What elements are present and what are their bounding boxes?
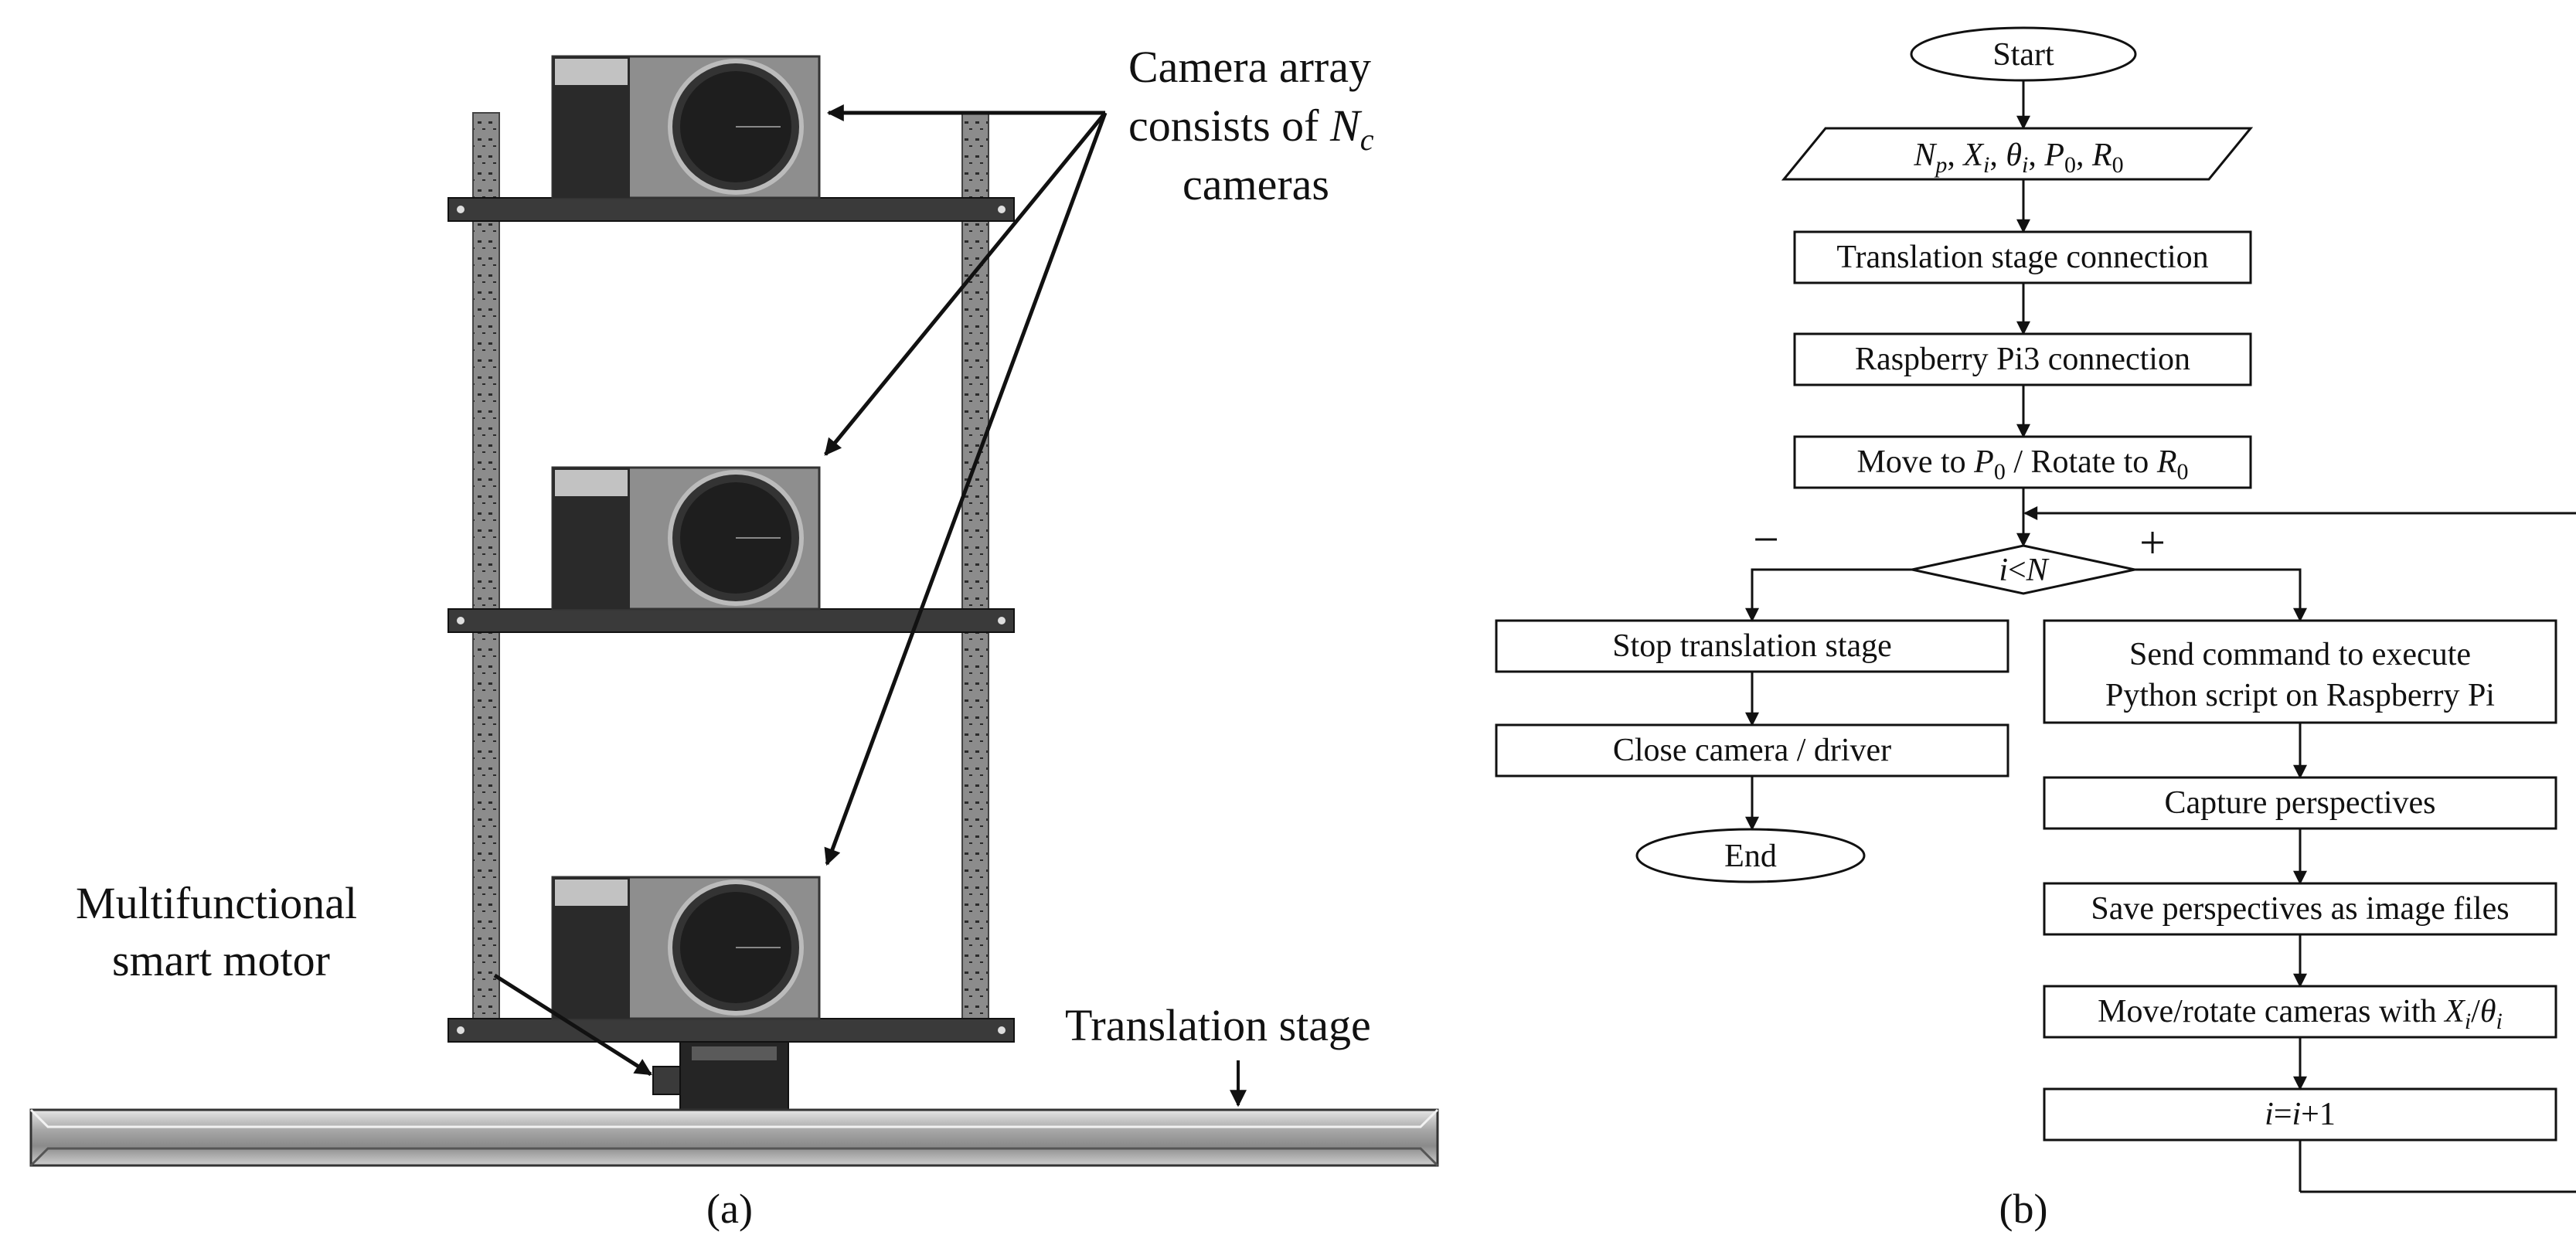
- close-camera-label: Close camera / driver: [1613, 733, 1891, 768]
- stop-stage-box: [1495, 619, 2009, 673]
- increment-box: [2043, 1087, 2557, 1142]
- left-rod: [472, 112, 500, 1027]
- move-cameras-box: [2043, 985, 2557, 1039]
- input-label: Np, Xi, θi, P0, R0: [1913, 138, 2123, 178]
- panel-b-flowchart: Start Np, Xi, θi, P0, R0 Translation sta…: [1495, 26, 2576, 1232]
- shelf-top: [447, 197, 1015, 222]
- stage-label: Translation stage: [1065, 1000, 1371, 1050]
- decision-diamond: [1911, 544, 2135, 595]
- camera-bottom: [551, 876, 821, 1020]
- motor-arrow: [493, 973, 652, 1077]
- raspberry-connection-box: [1793, 332, 2252, 386]
- camera-label-line1: Camera array: [1128, 42, 1371, 92]
- increment-label: i=i+1: [2265, 1097, 2336, 1132]
- motor-label-line1: Multifunctional: [76, 878, 357, 928]
- capture-label: Capture perspectives: [2164, 785, 2435, 821]
- caption-b: (b): [1999, 1186, 2048, 1232]
- translation-connection-label: Translation stage connection: [1836, 240, 2208, 275]
- flow-loop-back: [2023, 506, 2576, 1193]
- send-command-line1: Send command to execute: [2129, 637, 2471, 672]
- end-label: End: [1724, 839, 1777, 874]
- raspberry-connection-label: Raspberry Pi3 connection: [1855, 342, 2190, 377]
- camera-arrow-bottom: [824, 112, 1108, 866]
- smart-motor: [652, 1041, 789, 1111]
- camera-label-line3: cameras: [1183, 159, 1329, 209]
- motor-label-line2: smart motor: [112, 935, 330, 985]
- panel-a-illustration: Camera array consists of Nc cameras Mult…: [29, 42, 1439, 1232]
- camera-top: [551, 55, 821, 199]
- flow-decision-no: [1745, 568, 1912, 622]
- translation-stage-rail: [29, 1108, 1439, 1167]
- flow-decision-yes: [2135, 568, 2307, 622]
- start-label: Start: [1992, 37, 2054, 73]
- move-cameras-label: Move/rotate cameras with Xi/θi: [2098, 994, 2503, 1034]
- decision-label: i<N: [1999, 553, 2049, 588]
- send-command-line2: Python script on Raspberry Pi: [2105, 678, 2495, 713]
- caption-a: (a): [706, 1186, 753, 1232]
- shelf-middle: [447, 608, 1015, 633]
- close-camera-box: [1495, 723, 2009, 778]
- save-label: Save perspectives as image files: [2091, 891, 2509, 927]
- input-parallelogram: [1781, 127, 2254, 181]
- camera-middle: [551, 466, 821, 611]
- camera-arrow-middle: [824, 111, 1107, 456]
- plus-sign: +: [2139, 517, 2166, 568]
- stop-stage-label: Stop translation stage: [1612, 628, 1892, 664]
- camera-label-line2: consists of Nc: [1128, 100, 1374, 157]
- minus-sign: −: [1753, 514, 1779, 565]
- save-box: [2043, 882, 2557, 936]
- send-command-box: [2043, 619, 2557, 724]
- shelf-bottom: [447, 1018, 1015, 1043]
- right-rod: [961, 112, 989, 1027]
- move-rotate-initial-label: Move to P0 / Rotate to R0: [1857, 444, 2189, 485]
- move-rotate-initial-box: [1793, 435, 2252, 489]
- capture-box: [2043, 776, 2557, 830]
